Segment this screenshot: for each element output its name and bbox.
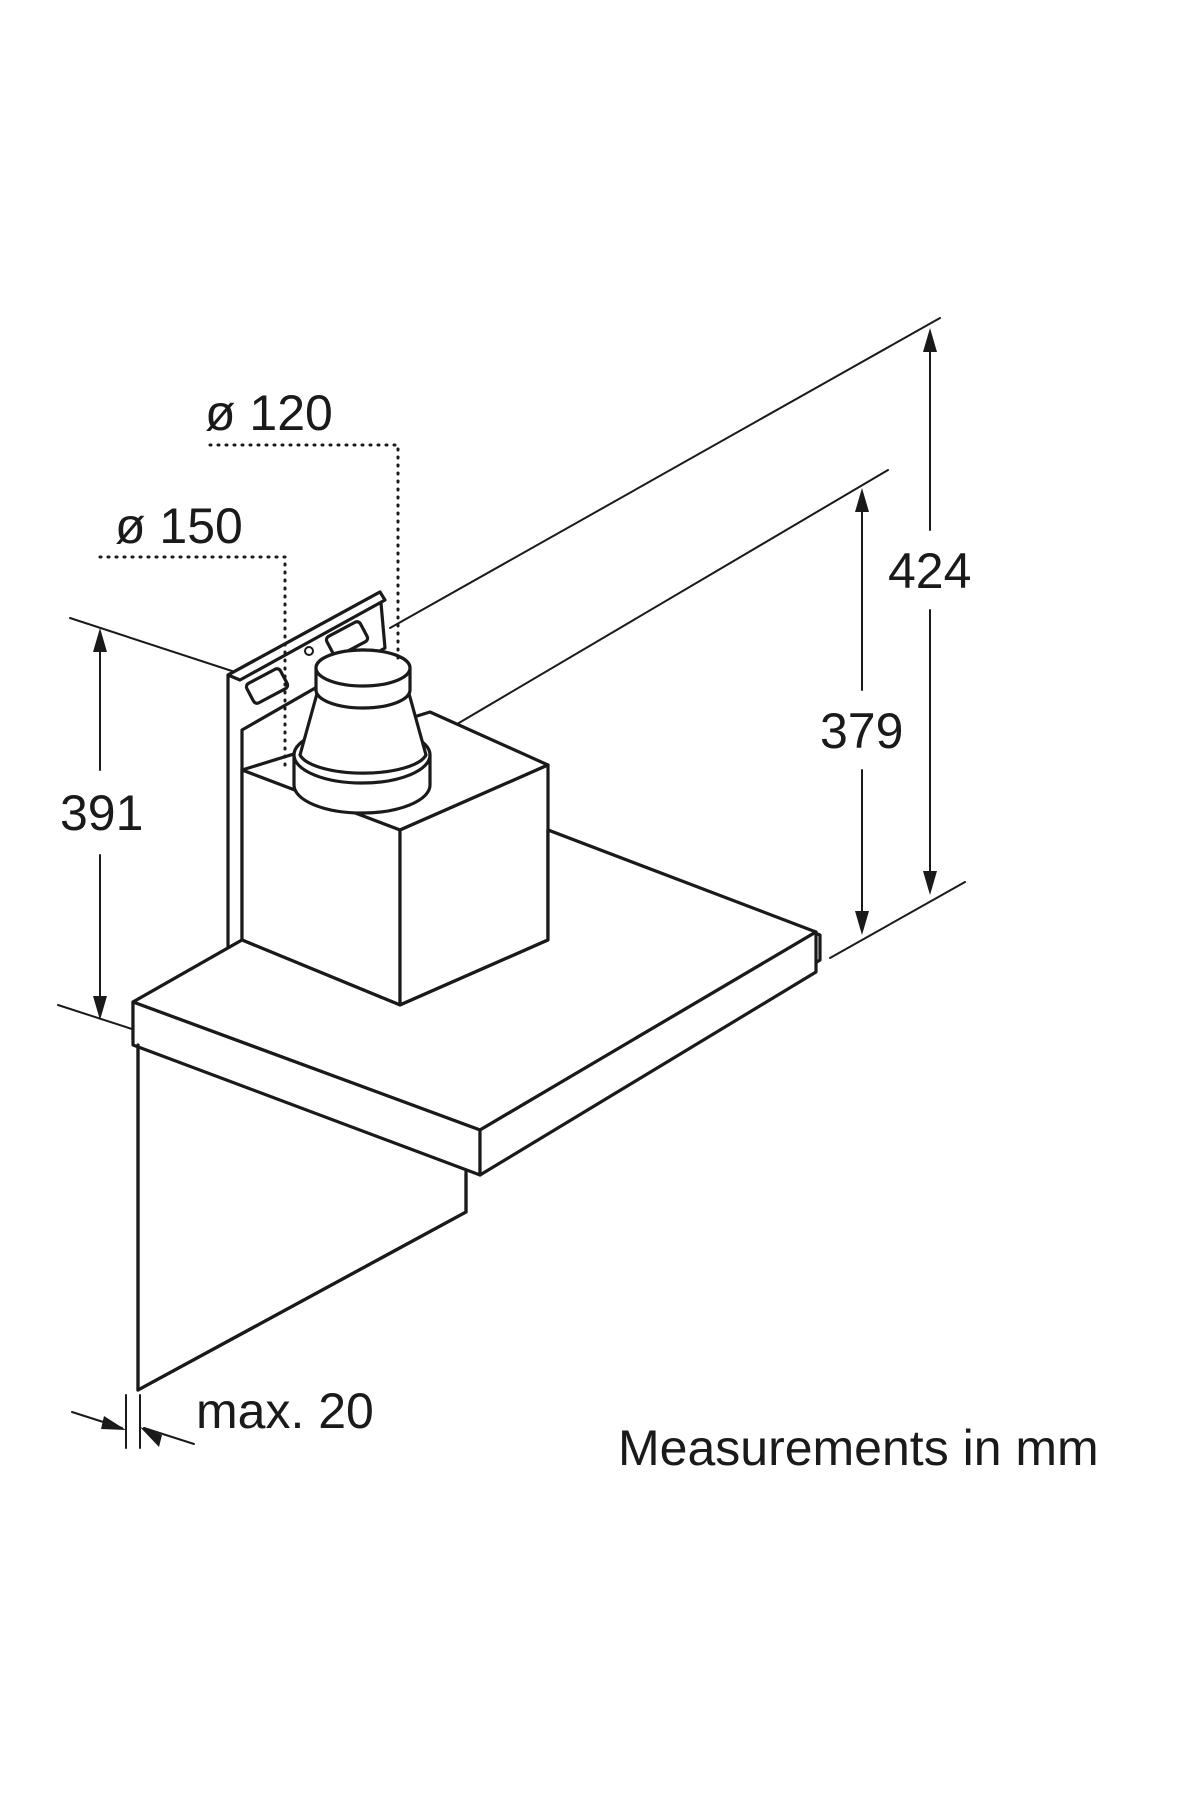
label-diameter-120: ø 120: [205, 385, 333, 441]
mounting-slot-right: [324, 620, 370, 658]
label-height-424: 424: [888, 543, 971, 599]
wall-panel-edges: [136, 1043, 468, 1392]
label-height-391: 391: [60, 785, 143, 841]
duct-cone: [298, 688, 428, 775]
back-plate: [226, 590, 387, 952]
dimension-379: [855, 488, 869, 935]
dimension-wall-gap: [71, 1394, 195, 1449]
leader-150: [98, 555, 287, 772]
label-diameter-150: ø 150: [115, 498, 243, 554]
extension-line-424-top: [389, 317, 941, 629]
extension-line-391-bottom: [57, 1004, 136, 1031]
extension-line-bottom-right: [829, 881, 966, 959]
dimension-424: [923, 328, 937, 895]
canopy: [131, 828, 822, 1177]
diameter-leaders: [98, 443, 400, 772]
canopy-side-edge: [478, 930, 818, 1177]
leader-120: [208, 443, 400, 662]
extension-line-391-top: [69, 617, 236, 673]
extension-line-379-top: [429, 469, 889, 741]
extension-lines: [57, 317, 966, 1031]
label-wall-gap: max. 20: [196, 1383, 374, 1439]
dimension-391: [93, 628, 107, 1020]
duct-adapter: [292, 648, 432, 815]
mounting-hole: [304, 646, 314, 656]
label-height-379: 379: [820, 703, 903, 759]
units-note: Measurements in mm: [618, 1420, 1099, 1476]
